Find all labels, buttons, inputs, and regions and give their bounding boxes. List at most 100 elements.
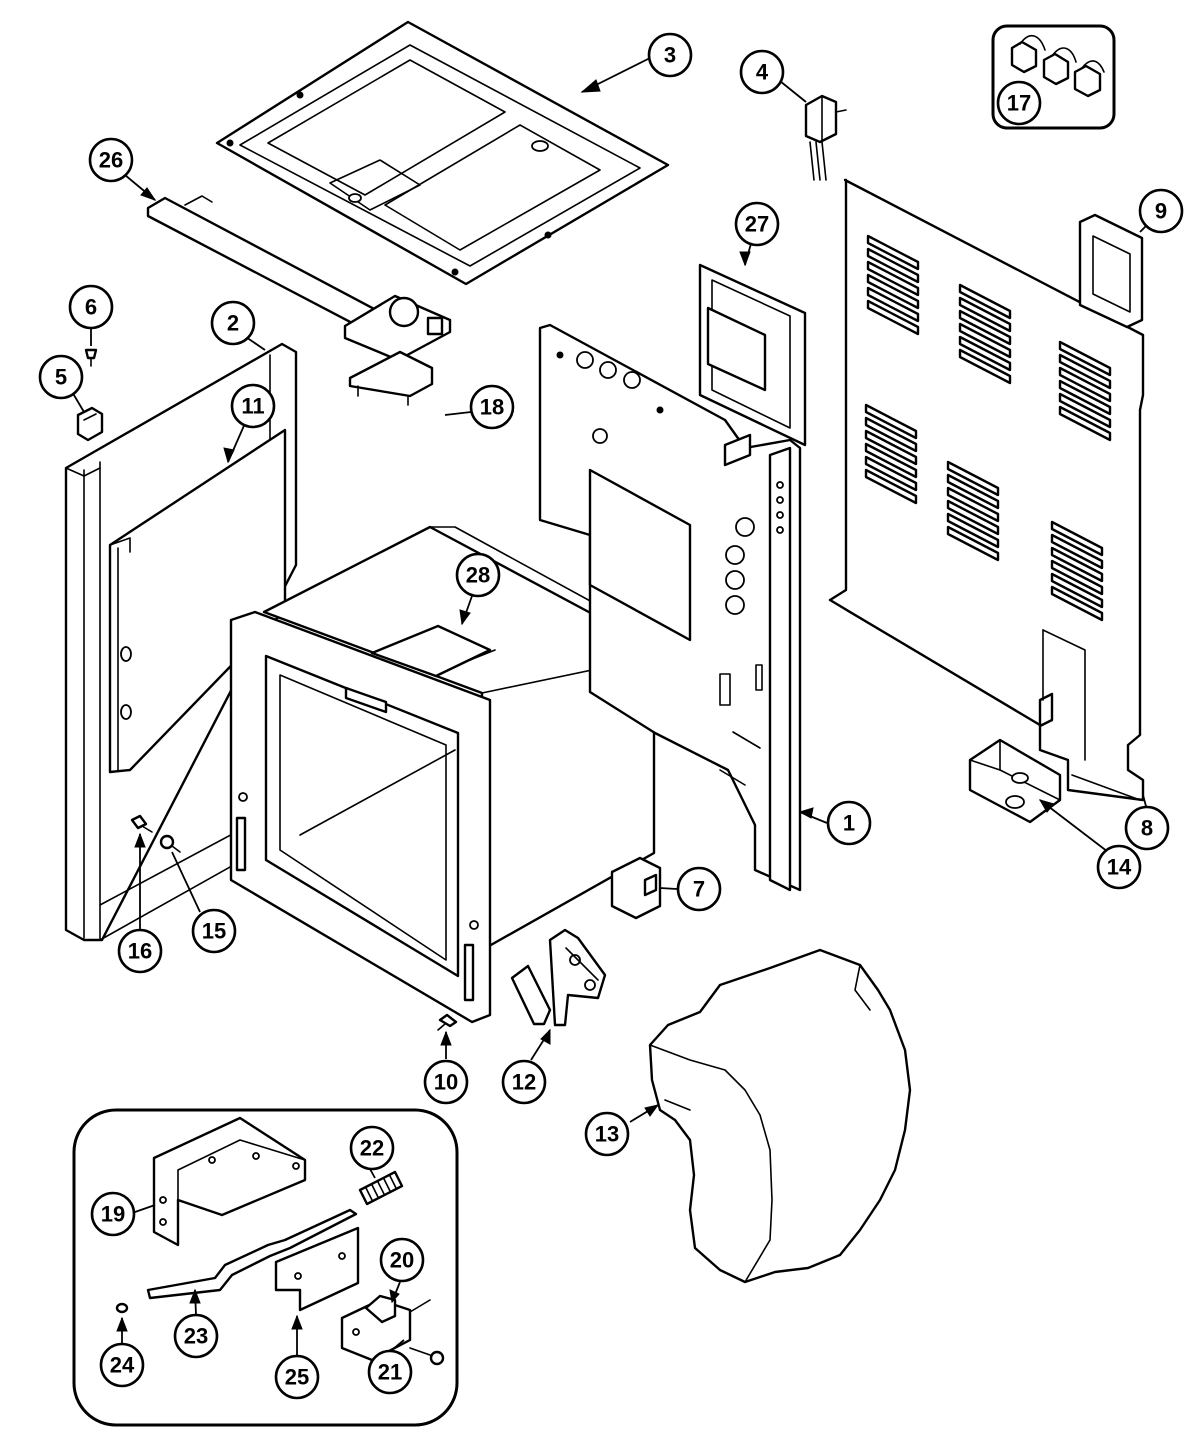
vent-louver xyxy=(946,525,1000,562)
part-15-screw xyxy=(159,834,181,853)
part-12-hinge xyxy=(510,928,607,1027)
svg-text:25: 25 xyxy=(285,1365,309,1390)
callout-1: 1 xyxy=(826,800,872,846)
svg-text:9: 9 xyxy=(1155,199,1167,224)
vent-louver xyxy=(1058,366,1112,403)
vent-louver xyxy=(1058,405,1112,442)
callout-17: 17 xyxy=(996,80,1042,126)
part-19-bracket xyxy=(152,1116,307,1247)
part-14-mounting-bracket xyxy=(968,738,1062,824)
vent-louver xyxy=(946,486,1000,523)
vent-louver xyxy=(1058,392,1112,429)
vent-louver xyxy=(1058,340,1112,377)
callout-11: 11 xyxy=(230,383,276,429)
vent-louver xyxy=(958,309,1012,346)
svg-text:10: 10 xyxy=(434,1070,458,1095)
part-17-inset xyxy=(991,24,1116,130)
svg-text:14: 14 xyxy=(1107,855,1132,880)
callout-6: 6 xyxy=(68,284,114,330)
svg-text:23: 23 xyxy=(184,1324,208,1349)
callout-9: 9 xyxy=(1138,188,1184,234)
callout-27: 27 xyxy=(734,201,780,247)
vent-louver xyxy=(1050,533,1104,570)
svg-text:7: 7 xyxy=(693,877,705,902)
svg-text:17: 17 xyxy=(1007,91,1031,116)
part-28-oven-cavity xyxy=(229,525,656,1024)
vent-louver xyxy=(958,283,1012,320)
part-25-plate xyxy=(274,1226,360,1312)
vent-louver xyxy=(864,468,918,505)
vent-louver xyxy=(958,296,1012,333)
callout-18: 18 xyxy=(469,384,515,430)
svg-text:19: 19 xyxy=(101,1202,125,1227)
callout-25: 25 xyxy=(274,1354,320,1400)
part-7-bracket xyxy=(610,856,662,920)
vent-louver xyxy=(864,442,918,479)
part-10-screw xyxy=(437,1013,458,1031)
vent-louver xyxy=(1050,559,1104,596)
callout-7: 7 xyxy=(676,866,722,912)
vent-louver xyxy=(946,473,1000,510)
svg-text:26: 26 xyxy=(99,148,123,173)
part-6-screw xyxy=(84,348,98,367)
vent-louver xyxy=(866,273,920,310)
vent-louver xyxy=(864,455,918,492)
vent-louver xyxy=(1058,353,1112,390)
part-16-screw xyxy=(130,814,153,833)
vent-louver xyxy=(1058,379,1112,416)
part-11-side-shield xyxy=(108,428,287,774)
vent-louver xyxy=(946,499,1000,536)
callout-2: 2 xyxy=(210,300,256,346)
vent-louver xyxy=(866,299,920,336)
part-23-latch-rod xyxy=(146,1208,358,1300)
svg-text:21: 21 xyxy=(378,1360,402,1385)
part-20-switch xyxy=(340,1294,431,1362)
vent-louver xyxy=(1050,585,1104,622)
callout-19: 19 xyxy=(90,1191,136,1237)
callout-13: 13 xyxy=(584,1111,630,1157)
svg-text:22: 22 xyxy=(360,1136,384,1161)
vent-louver xyxy=(958,335,1012,372)
leader-arrowheads xyxy=(116,79,1055,1332)
part-3-top-panel xyxy=(215,20,670,286)
callout-12: 12 xyxy=(501,1059,547,1105)
svg-text:2: 2 xyxy=(227,311,239,336)
svg-text:16: 16 xyxy=(128,939,152,964)
vent-louver xyxy=(946,512,1000,549)
callout-28: 28 xyxy=(455,552,501,598)
vent-louver xyxy=(958,348,1012,385)
vent-louver xyxy=(866,234,920,271)
callout-23: 23 xyxy=(173,1313,219,1359)
part-21-screw xyxy=(409,1347,445,1366)
part-9-bracket-frame xyxy=(1078,213,1144,329)
callout-16: 16 xyxy=(117,928,163,974)
svg-text:15: 15 xyxy=(202,919,226,944)
svg-text:24: 24 xyxy=(110,1353,135,1378)
callout-21: 21 xyxy=(367,1349,413,1395)
callout-20: 20 xyxy=(379,1237,425,1283)
vent-louver xyxy=(1050,546,1104,583)
vent-louver xyxy=(864,403,918,440)
svg-text:3: 3 xyxy=(664,43,676,68)
svg-text:4: 4 xyxy=(756,60,769,85)
svg-text:13: 13 xyxy=(595,1122,619,1147)
callout-3: 3 xyxy=(647,32,693,78)
callout-22: 22 xyxy=(349,1125,395,1171)
part-13-insulation xyxy=(648,948,912,1284)
vent-louver xyxy=(864,429,918,466)
part-18-latch xyxy=(343,294,452,406)
callout-4: 4 xyxy=(739,49,785,95)
svg-text:18: 18 xyxy=(480,395,504,420)
vent-louver xyxy=(946,460,1000,497)
vent-louver xyxy=(864,416,918,453)
svg-text:20: 20 xyxy=(390,1248,414,1273)
back-panel-vents xyxy=(864,234,1112,622)
callout-15: 15 xyxy=(191,908,237,954)
vent-louver xyxy=(1050,520,1104,557)
callout-26: 26 xyxy=(88,137,134,183)
svg-text:1: 1 xyxy=(843,811,855,836)
part-5-clip xyxy=(76,406,104,442)
svg-text:11: 11 xyxy=(241,394,264,419)
vent-louver xyxy=(866,286,920,323)
